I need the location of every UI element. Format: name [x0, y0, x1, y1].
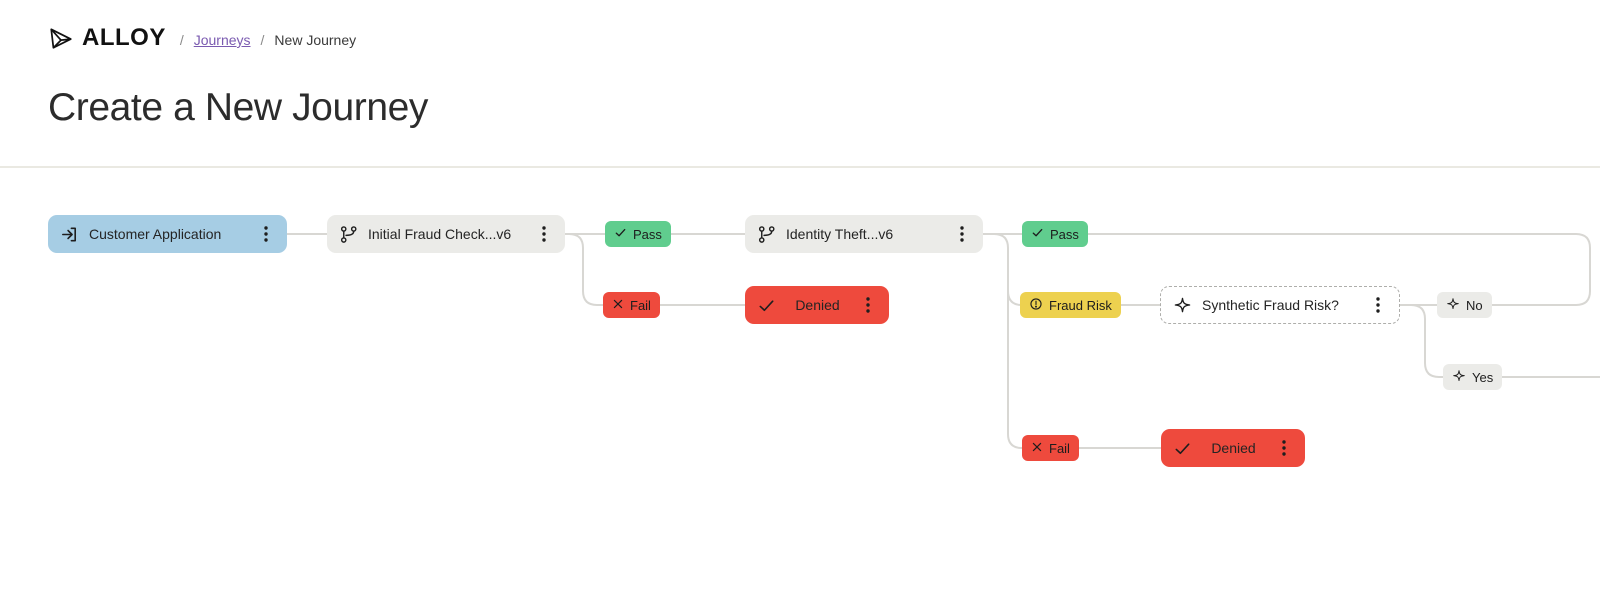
- branch-icon: [339, 225, 358, 244]
- edge-synthetic-to-yes: [1400, 304, 1443, 378]
- breadcrumb-separator: /: [260, 32, 265, 48]
- tag-label: No: [1466, 297, 1483, 313]
- node-label: Synthetic Fraud Risk?: [1202, 297, 1339, 313]
- kebab-menu-icon[interactable]: [1369, 292, 1387, 318]
- node-identity-theft[interactable]: Identity Theft...v6: [745, 215, 983, 253]
- tag-fail-1[interactable]: Fail: [603, 292, 660, 318]
- branch-icon: [757, 225, 776, 244]
- node-label: Initial Fraud Check...v6: [368, 226, 512, 242]
- tag-no[interactable]: No: [1437, 292, 1492, 318]
- tag-pass-2[interactable]: Pass: [1022, 221, 1088, 247]
- breadcrumb-current: New Journey: [274, 32, 357, 48]
- node-label: Denied: [1211, 440, 1256, 456]
- kebab-menu-icon[interactable]: [859, 292, 877, 318]
- tag-yes[interactable]: Yes: [1443, 364, 1503, 390]
- login-arrow-icon: [60, 225, 79, 244]
- node-label: Identity Theft...v6: [786, 226, 894, 242]
- brand-row: ALLOY / Journeys / New Journey: [48, 24, 428, 52]
- sparkle-icon: [1446, 297, 1460, 314]
- node-initial-fraud-check[interactable]: Initial Fraud Check...v6: [327, 215, 565, 253]
- tag-fraud-risk[interactable]: Fraud Risk: [1020, 292, 1121, 318]
- breadcrumb-separator: /: [179, 32, 184, 48]
- kebab-menu-icon[interactable]: [535, 221, 553, 247]
- tag-label: Fraud Risk: [1049, 297, 1112, 313]
- check-icon: [1031, 226, 1044, 242]
- tag-label: Pass: [1050, 226, 1079, 242]
- check-icon: [1173, 439, 1192, 458]
- node-label: Customer Application: [89, 226, 222, 242]
- node-denied-1[interactable]: Denied: [745, 286, 889, 324]
- sparkle-icon: [1173, 296, 1192, 315]
- check-icon: [614, 226, 627, 242]
- tag-fail-2[interactable]: Fail: [1022, 435, 1079, 461]
- tag-label: Fail: [1049, 440, 1070, 456]
- alert-circle-icon: [1029, 297, 1043, 314]
- logo-text: ALLOY: [82, 24, 166, 51]
- tag-label: Fail: [630, 297, 651, 313]
- tag-label: Yes: [1472, 369, 1494, 385]
- node-denied-2[interactable]: Denied: [1161, 429, 1305, 467]
- logo[interactable]: ALLOY: [48, 24, 166, 52]
- kebab-menu-icon[interactable]: [1275, 435, 1293, 461]
- kebab-menu-icon[interactable]: [257, 221, 275, 247]
- header: ALLOY / Journeys / New Journey Create a …: [48, 24, 428, 130]
- edge-identity-fail-to-denied: [983, 233, 1161, 449]
- sparkle-icon: [1452, 369, 1466, 386]
- tag-pass-1[interactable]: Pass: [605, 221, 671, 247]
- alloy-logo-icon: [48, 25, 74, 51]
- node-customer-application[interactable]: Customer Application: [48, 215, 287, 253]
- tag-label: Pass: [633, 226, 662, 242]
- header-divider: [0, 166, 1600, 168]
- check-icon: [757, 296, 776, 315]
- page-title: Create a New Journey: [48, 86, 429, 129]
- x-icon: [612, 298, 624, 313]
- kebab-menu-icon[interactable]: [953, 221, 971, 247]
- node-synthetic-fraud-risk[interactable]: Synthetic Fraud Risk?: [1160, 286, 1400, 324]
- x-icon: [1031, 441, 1043, 456]
- node-label: Denied: [795, 297, 840, 313]
- breadcrumb-link-journeys[interactable]: Journeys: [193, 32, 251, 48]
- breadcrumb: / Journeys / New Journey: [180, 32, 356, 48]
